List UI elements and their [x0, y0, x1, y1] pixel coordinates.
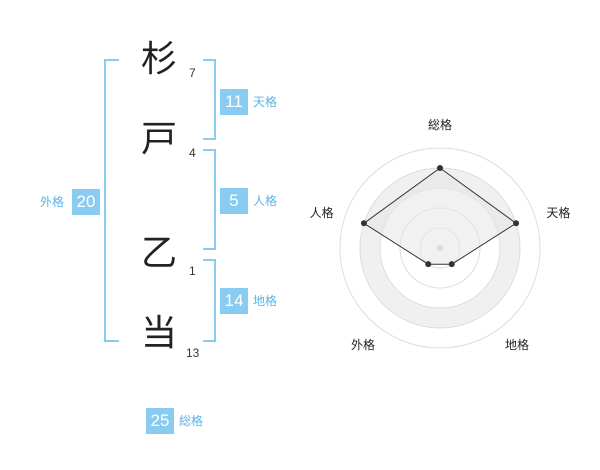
radar-data-point — [437, 165, 443, 171]
tenkaku-label: 天格 — [253, 95, 278, 109]
gaikaku-label: 外格 — [40, 195, 65, 209]
stroke-count-3: 1 — [189, 264, 196, 278]
name-char-1: 杉 — [140, 39, 177, 80]
radar-axis-label-chikaku: 地格 — [505, 338, 530, 353]
chikaku-label: 地格 — [253, 294, 278, 308]
radar-axis-label-tenkaku: 天格 — [546, 205, 571, 220]
stroke-count-4: 13 — [186, 346, 200, 360]
radar-axis-label-jinkaku: 人格 — [309, 205, 334, 220]
name-char-2: 戸 — [140, 119, 177, 160]
stroke-count-2: 4 — [189, 146, 196, 160]
gaikaku-value: 20 — [72, 189, 100, 215]
gaikaku-bracket — [104, 59, 119, 342]
radar-data-point — [448, 261, 455, 268]
jinkaku-label: 人格 — [253, 194, 278, 208]
name-char-3: 乙 — [140, 233, 177, 274]
name-char-4: 当 — [140, 313, 177, 354]
soukaku-label: 総格 — [179, 414, 204, 428]
radar-data-point — [425, 261, 432, 268]
radar-axis-label-gaikaku: 外格 — [350, 338, 375, 353]
radar-axis-label-soukaku: 総格 — [428, 118, 453, 132]
radar-data-polygon — [363, 167, 517, 265]
radar-data-point — [360, 220, 367, 227]
tenkaku-bracket — [203, 59, 216, 140]
soukaku-value: 25 — [146, 408, 174, 434]
jinkaku-value: 5 — [220, 188, 248, 214]
radar-data-point — [513, 220, 520, 227]
tenkaku-value: 11 — [220, 89, 248, 115]
chikaku-value: 14 — [220, 288, 248, 314]
jinkaku-bracket — [203, 149, 216, 250]
chikaku-bracket — [203, 259, 216, 342]
stroke-count-1: 7 — [189, 66, 196, 80]
